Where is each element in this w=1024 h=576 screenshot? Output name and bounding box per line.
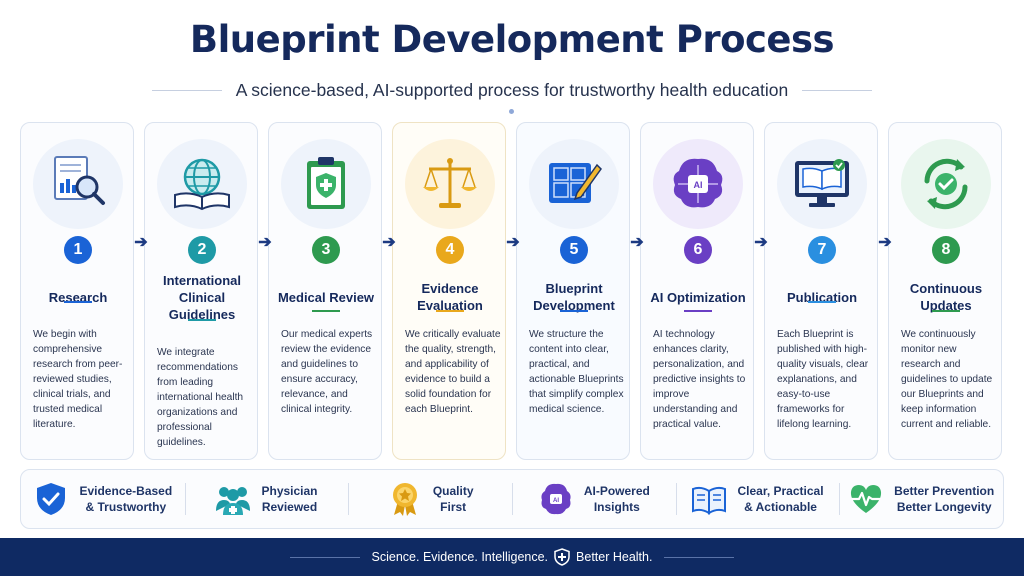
- step-number: 8: [932, 236, 960, 264]
- arrow-right-icon: ➔: [506, 234, 520, 251]
- decorative-dot: [509, 109, 514, 114]
- divider: [664, 556, 735, 558]
- page-subtitle: A science-based, AI-supported process fo…: [235, 80, 789, 100]
- arrow-right-icon: ➔: [134, 234, 148, 251]
- step-card-medical-review: 3 Medical Review Our medical experts rev…: [268, 122, 382, 460]
- feature-physician-reviewed: Physician Reviewed: [184, 479, 349, 519]
- heart-pulse-icon: [851, 485, 882, 513]
- page-title: Blueprint Development Process: [189, 18, 835, 61]
- step-underline: [808, 301, 836, 303]
- step-title: Continuous Updates: [909, 281, 983, 313]
- physicians-icon: [216, 487, 251, 515]
- footer-tagline-right: Better Health.: [576, 550, 653, 564]
- step-number: 3: [312, 236, 340, 264]
- svg-text:AI: AI: [553, 498, 559, 504]
- balance-scale-icon: [405, 139, 495, 229]
- arrow-right-icon: ➔: [258, 234, 272, 251]
- step-number: 1: [64, 236, 92, 264]
- ai-brain-icon: AI: [541, 483, 571, 515]
- arrow-right-icon: ➔: [630, 234, 644, 251]
- step-number: 7: [808, 236, 836, 264]
- feature-better-prevention: Better Prevention Better Longevity: [839, 479, 1003, 519]
- arrow-right-icon: ➔: [878, 234, 892, 251]
- step-number: 4: [436, 236, 464, 264]
- divider: [151, 90, 222, 91]
- feature-quality-first: Quality First: [348, 479, 512, 519]
- refresh-check-icon: [901, 139, 991, 229]
- feature-label: Quality First: [432, 484, 474, 514]
- step-card-blueprint-development: 5 Blueprint Development We structure the…: [516, 122, 630, 460]
- step-card-research: 1 Research We begin with comprehensive r…: [20, 122, 134, 460]
- step-description: We continuously monitor new research and…: [901, 329, 993, 430]
- step-underline: [932, 310, 960, 312]
- step-card-ai-optimization: AI 6 AI Optimization AI technology enhan…: [640, 122, 754, 460]
- step-underline: [560, 310, 588, 312]
- step-number: 2: [188, 236, 216, 264]
- step-card-publication: 7 Publication Each Blueprint is publishe…: [764, 122, 878, 460]
- arrow-right-icon: ➔: [754, 234, 768, 251]
- award-medal-icon: [392, 483, 417, 516]
- feature-label: Clear, Practical & Actionable: [737, 484, 824, 514]
- ai-brain-icon: AI: [653, 139, 743, 229]
- step-title: Evidence Evaluation: [417, 281, 483, 313]
- step-title: Research: [48, 289, 108, 305]
- step-underline: [64, 301, 92, 303]
- step-title: AI Optimization: [650, 289, 746, 305]
- step-description: We begin with comprehensive research fro…: [33, 329, 123, 430]
- clipboard-shield-icon: [281, 139, 371, 229]
- step-underline: [312, 310, 340, 312]
- globe-book-icon: [157, 139, 247, 229]
- step-description: Our medical experts review the evidence …: [281, 329, 373, 415]
- step-card-evidence-evaluation: 4 Evidence Evaluation We critically eval…: [392, 122, 506, 460]
- footer: Science. Evidence. Intelligence. Better …: [0, 538, 1024, 576]
- step-description: We structure the content into clear, pra…: [529, 329, 624, 415]
- process-steps: 1 Research We begin with comprehensive r…: [20, 122, 1004, 460]
- step-underline: [188, 319, 216, 321]
- feature-label: AI-Powered Insights: [583, 484, 650, 514]
- step-number: 6: [684, 236, 712, 264]
- arrow-right-icon: ➔: [382, 234, 396, 251]
- feature-clear-practical: Clear, Practical & Actionable: [675, 479, 840, 519]
- research-report-icon: [33, 139, 123, 229]
- feature-label: Better Prevention Better Longevity: [894, 484, 995, 514]
- step-title: Blueprint Development: [533, 281, 615, 313]
- footer-tagline: Science. Evidence. Intelligence. Better …: [371, 548, 653, 566]
- shield-check-icon: [37, 483, 66, 515]
- svg-text:AI: AI: [694, 180, 703, 190]
- step-underline: [684, 310, 712, 312]
- step-card-guidelines: 2 International Clinical Guidelines We i…: [144, 122, 258, 460]
- blueprint-pencil-icon: [529, 139, 619, 229]
- step-description: Each Blueprint is published with high-qu…: [777, 329, 869, 430]
- step-title: International Clinical Guidelines: [162, 272, 241, 322]
- step-description: We integrate recommendations from leadin…: [157, 347, 244, 448]
- feature-label: Evidence-Based & Trustworthy: [79, 484, 173, 514]
- step-number: 5: [560, 236, 588, 264]
- step-title: Medical Review: [277, 289, 375, 305]
- monitor-book-icon: [777, 139, 867, 229]
- subtitle-row: A science-based, AI-supported process fo…: [0, 80, 1024, 101]
- step-card-continuous-updates: 8 Continuous Updates We continuously mon…: [888, 122, 1002, 460]
- feature-evidence-based: Evidence-Based & Trustworthy: [21, 479, 185, 519]
- divider: [802, 90, 873, 91]
- shield-cross-icon: [554, 548, 570, 566]
- features-bar: Evidence-Based & Trustworthy Physician R…: [20, 469, 1004, 529]
- step-title: Publication: [786, 289, 858, 305]
- step-description: AI technology enhances clarity, personal…: [653, 329, 746, 430]
- step-underline: [436, 310, 464, 312]
- step-description: We critically evaluate the quality, stre…: [405, 329, 501, 415]
- footer-tagline-left: Science. Evidence. Intelligence.: [371, 550, 549, 564]
- divider: [289, 556, 360, 558]
- feature-ai-powered: AI AI-Powered Insights: [512, 479, 676, 519]
- feature-label: Physician Reviewed: [261, 484, 318, 514]
- open-book-icon: [692, 486, 727, 515]
